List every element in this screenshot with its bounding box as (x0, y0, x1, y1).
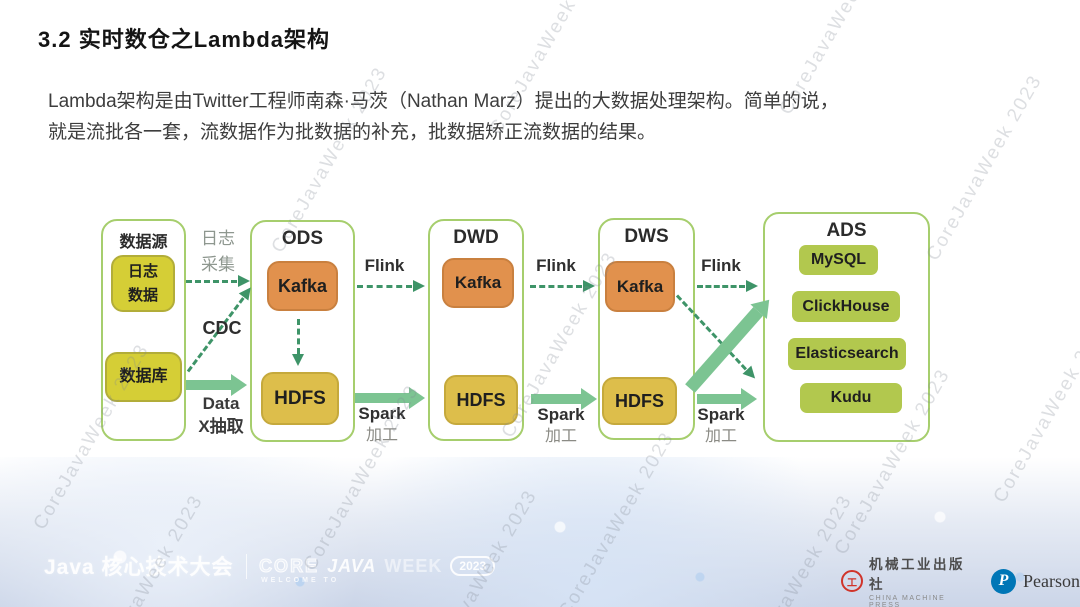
node-log-data: 日志 数据 (111, 255, 175, 312)
node-ads-kudu: Kudu (800, 383, 902, 413)
label-datax-line1: Data (202, 394, 240, 413)
layer-dwd-title: DWD (453, 227, 499, 248)
layer-ads-title: ADS (826, 220, 867, 241)
node-ads-clickhouse-label: ClickHouse (802, 297, 890, 315)
label-spark-2: Spark 加工 (533, 404, 589, 448)
arrow-spark-ods-dwd (355, 393, 409, 403)
label-flink-2: Flink (536, 256, 576, 275)
label-cdc: CDC (202, 318, 242, 338)
arrow-spark-dws-ads (697, 394, 741, 404)
node-ads-elasticsearch-label: Elasticsearch (795, 345, 899, 362)
label-log-collect-line1: 日志 (201, 229, 235, 248)
brand-chinese-name: Java 核心技术大会 (44, 556, 234, 579)
label-spark-2-line1: Spark (537, 405, 585, 424)
node-dwd-kafka: Kafka (442, 258, 514, 308)
layer-dws-title: DWS (624, 226, 669, 247)
body-paragraph: Lambda架构是由Twitter工程师南森·马茨（Nathan Marz）提出… (48, 86, 988, 148)
label-spark-3-line1: Spark (697, 405, 745, 424)
pearson-logo: P Pearson (991, 568, 1080, 594)
node-ods-hdfs-label: HDFS (274, 387, 326, 409)
node-ads-clickhouse: ClickHouse (792, 291, 900, 322)
footer-publishers: 工 机械工业出版社 CHINA MACHINE PRESS P Pearson (841, 553, 1080, 607)
label-flink-3: Flink (701, 256, 741, 275)
label-spark-1-line1: Spark (358, 404, 406, 423)
label-log-collect-line2: 采集 (201, 255, 235, 274)
arrow-flink-dwd-dws (530, 280, 595, 292)
china-machine-press-logo: 工 机械工业出版社 CHINA MACHINE PRESS (841, 553, 971, 607)
publisher-name-cn: 机械工业出版社 (869, 557, 965, 592)
layer-ods-title: ODS (281, 228, 324, 249)
layer-source: 数据源 (101, 219, 186, 441)
node-dws-hdfs: HDFS (602, 377, 677, 425)
label-spark-3: Spark 加工 (695, 404, 747, 448)
china-machine-press-text: 机械工业出版社 CHINA MACHINE PRESS (869, 553, 971, 607)
node-dws-kafka-label: Kafka (616, 276, 664, 296)
bottom-gradient-band (0, 457, 1080, 607)
brand-core: CORE (259, 555, 320, 576)
brand-week: WEEK (384, 555, 443, 576)
brand-year-badge: 2023 (450, 556, 496, 576)
node-ads-elasticsearch: Elasticsearch (788, 338, 906, 370)
node-database: 数据库 (105, 352, 182, 402)
publisher-name-en: CHINA MACHINE PRESS (869, 595, 946, 607)
node-dwd-kafka-label: Kafka (454, 273, 502, 292)
arrow-ods-kafka-to-hdfs (292, 319, 304, 366)
node-dwd-hdfs: HDFS (444, 375, 518, 425)
body-line-2: 就是流批各一套，流数据作为批数据的补充，批数据矫正流数据的结果。 (48, 122, 657, 143)
label-flink-1: Flink (364, 256, 405, 275)
node-ads-mysql-label: MySQL (810, 251, 867, 268)
brand-java: JAVA (327, 555, 377, 576)
arrow-flink-ods-dwd (357, 280, 425, 292)
china-machine-press-icon: 工 (841, 570, 863, 592)
pearson-name: Pearson (1023, 570, 1080, 591)
node-ods-kafka-label: Kafka (277, 275, 328, 296)
footer-brand: Java 核心技术大会 CORE JAVA WEEK 2023 WELCOME … (44, 551, 496, 584)
label-log-collect: 日志 采集 (190, 226, 246, 278)
node-dws-kafka: Kafka (605, 261, 675, 312)
brand-divider (245, 553, 248, 579)
node-ads-mysql: MySQL (799, 245, 878, 275)
arrow-flink-dws-ads (697, 280, 758, 292)
core-java-week-logo: CORE JAVA WEEK 2023 WELCOME TO (259, 555, 496, 584)
label-spark-3-line2: 加工 (704, 428, 737, 445)
label-spark-2-line2: 加工 (544, 428, 577, 445)
node-dwd-hdfs-label: HDFS (456, 389, 506, 410)
page-title: 3.2 实时数仓之Lambda架构 (38, 27, 331, 52)
body-line-1: Lambda架构是由Twitter工程师南森·马茨（Nathan Marz）提出… (48, 91, 839, 112)
node-log-data-line1: 日志 (127, 262, 158, 280)
node-database-label: 数据库 (119, 368, 168, 385)
node-log-data-line2: 数据 (127, 286, 158, 304)
pearson-icon: P (991, 568, 1016, 594)
label-spark-1-line2: 加工 (365, 427, 398, 444)
arrow-log-collect (186, 275, 250, 287)
label-datax: Data X抽取 (190, 392, 252, 438)
label-datax-line2: X抽取 (198, 417, 244, 436)
node-ods-kafka: Kafka (267, 261, 338, 311)
brand-welcome-to: WELCOME TO (261, 576, 340, 584)
node-dws-hdfs-label: HDFS (615, 390, 664, 411)
node-ads-kudu-label: Kudu (830, 389, 872, 406)
label-spark-1: Spark 加工 (352, 403, 412, 447)
arrow-spark-dwd-dws (531, 394, 581, 404)
arrow-datax (186, 380, 231, 390)
layer-source-title: 数据源 (119, 234, 168, 251)
node-ods-hdfs: HDFS (261, 372, 339, 425)
